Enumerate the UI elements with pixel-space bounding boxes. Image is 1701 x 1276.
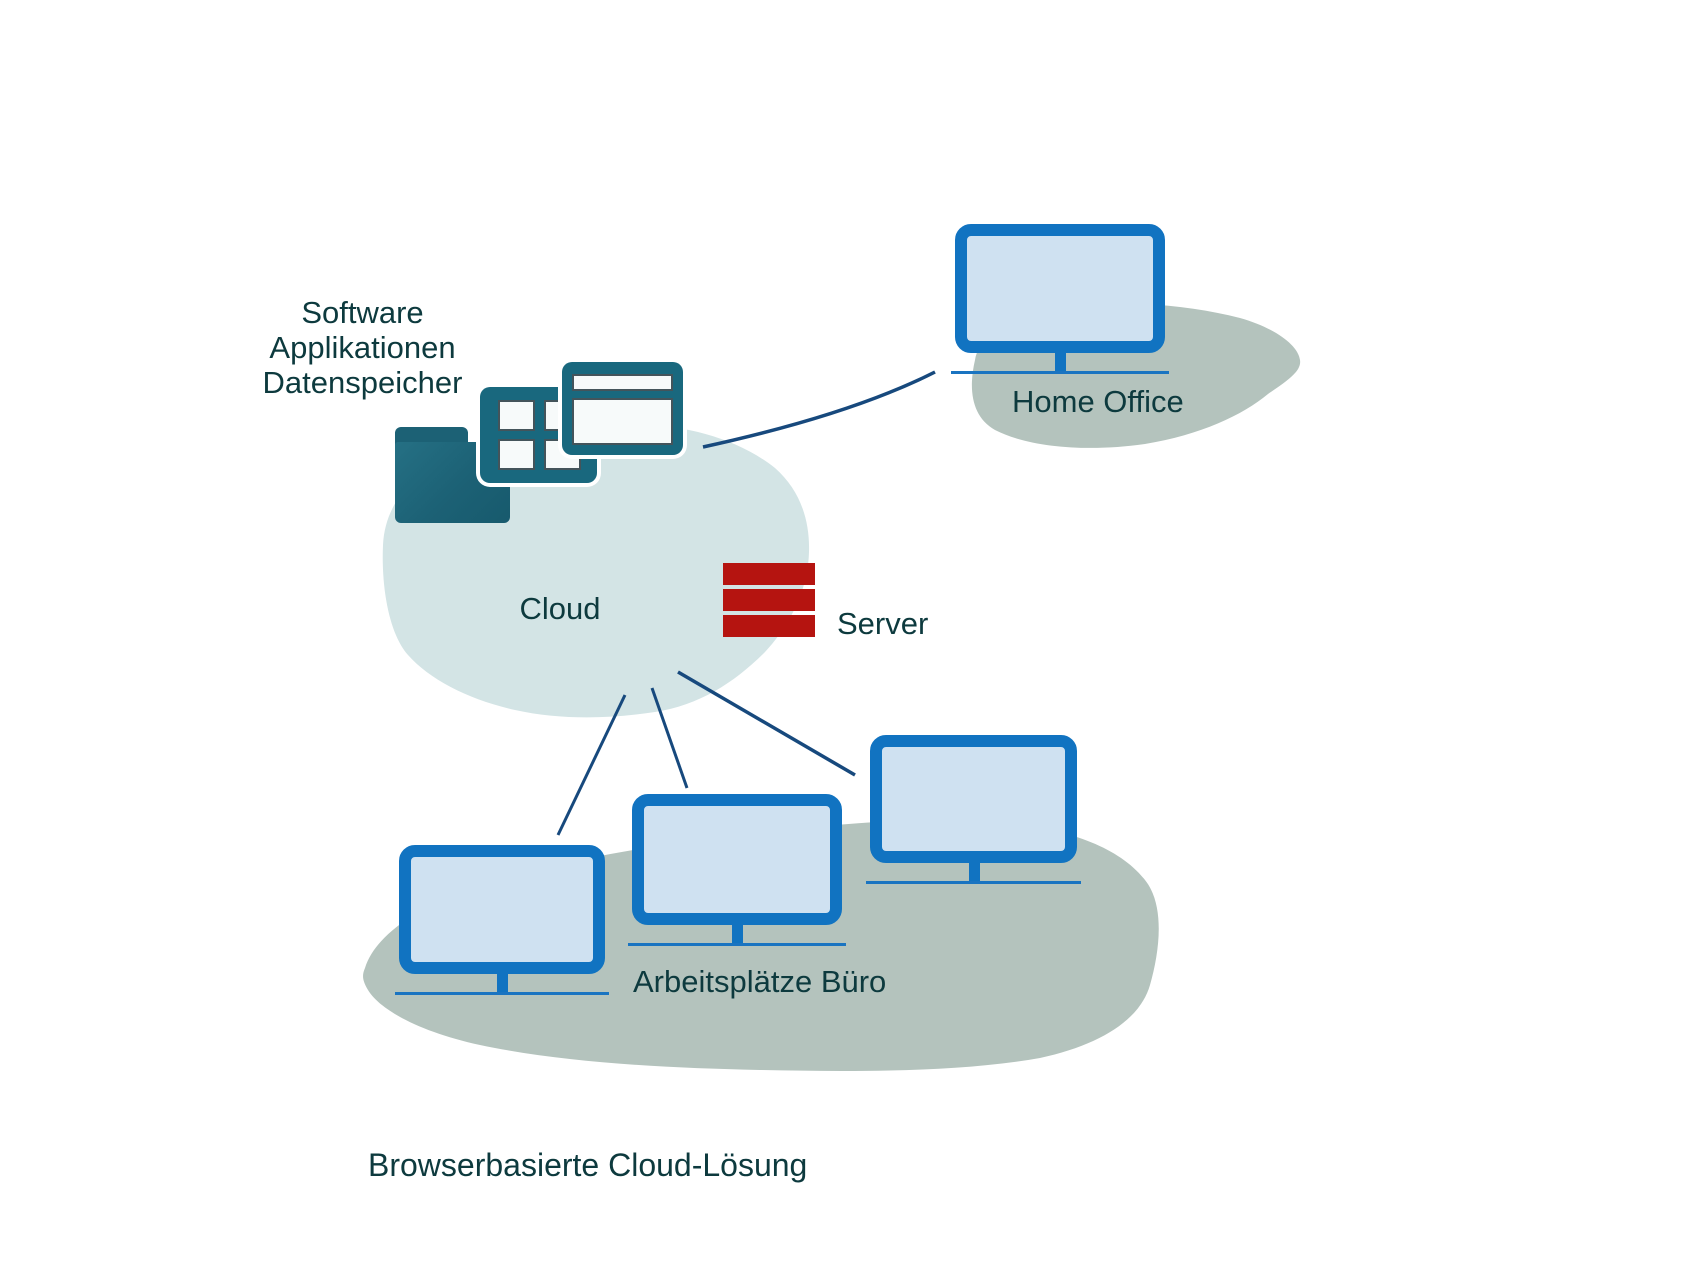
office-monitor-3	[866, 735, 1081, 884]
software-stack-line: Datenspeicher	[262, 365, 463, 400]
office-monitor-2	[628, 794, 846, 946]
monitor-baseline	[628, 943, 846, 946]
folder-icon	[395, 427, 510, 523]
monitor-screen	[399, 845, 605, 974]
connector-cloud-office2	[650, 687, 689, 789]
connector-cloud-office3	[677, 670, 856, 777]
server-stack-icon	[723, 563, 815, 637]
server-bar	[723, 615, 815, 637]
diagram-caption: Browserbasierte Cloud-Lösung	[368, 1147, 808, 1183]
monitor-stand	[497, 971, 508, 993]
monitor-stand	[1055, 350, 1066, 372]
server-label: Server	[837, 606, 929, 641]
software-stack-label: Software Applikationen Datenspeicher	[230, 295, 495, 400]
software-stack-line: Applikationen	[269, 330, 456, 365]
browser-window-content	[572, 398, 673, 445]
connector-cloud-office1	[556, 694, 627, 836]
app-grid-cell	[498, 439, 535, 470]
home-office-monitor	[951, 224, 1169, 374]
server-bar	[723, 589, 815, 611]
monitor-screen	[955, 224, 1165, 353]
monitor-stand	[732, 922, 743, 944]
office-workstations-label: Arbeitsplätze Büro	[633, 964, 887, 999]
home-office-label: Home Office	[1012, 384, 1184, 419]
connector-cloud-home-office	[702, 370, 936, 449]
monitor-baseline	[395, 992, 609, 995]
office-monitor-1	[395, 845, 609, 995]
app-grid-cell	[498, 400, 535, 431]
monitor-screen	[632, 794, 842, 925]
browser-window-icon	[562, 362, 683, 455]
monitor-baseline	[866, 881, 1081, 884]
monitor-stand	[968, 860, 980, 882]
browser-window-titlebar	[572, 374, 673, 391]
cloud-label: Cloud	[519, 591, 601, 626]
server-bar	[723, 563, 815, 585]
software-stack-line: Software	[301, 295, 424, 330]
monitor-screen	[870, 735, 1077, 863]
monitor-baseline	[951, 371, 1169, 374]
